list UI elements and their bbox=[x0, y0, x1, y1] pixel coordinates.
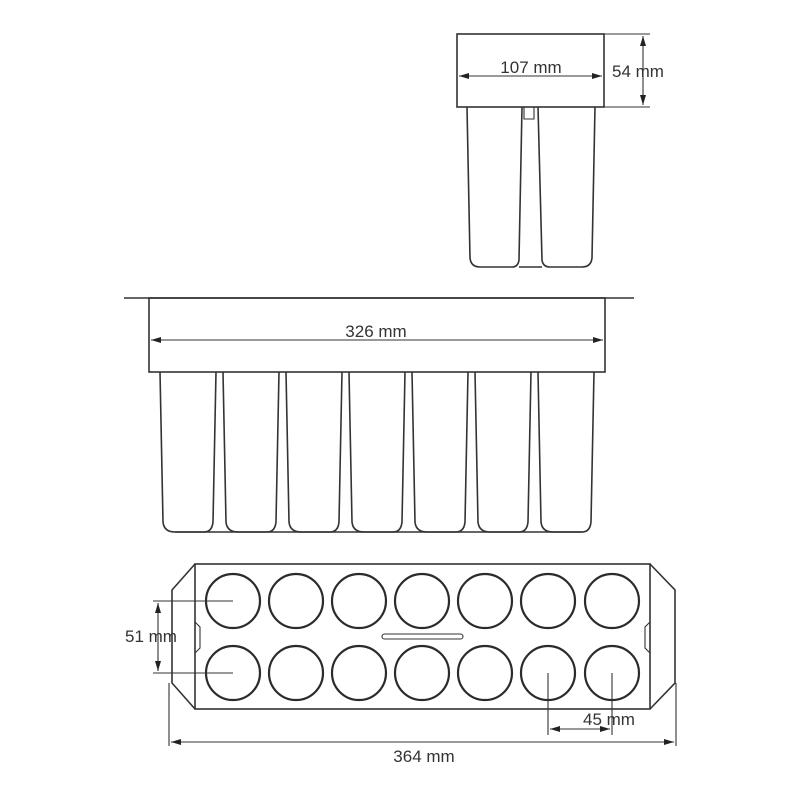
front-cup-7 bbox=[537, 371, 595, 533]
cup-row-bottom bbox=[204, 644, 641, 702]
front-cup-4 bbox=[348, 371, 406, 533]
side-view: 107 mm 54 mm bbox=[456, 33, 664, 268]
cup-hole bbox=[393, 644, 451, 702]
side-view-tab bbox=[523, 107, 535, 120]
cup-row-top bbox=[204, 572, 641, 630]
dim-label-107: 107 mm bbox=[500, 58, 561, 77]
front-view: 326 mm bbox=[124, 297, 634, 533]
bottom-view-left-tab bbox=[171, 563, 196, 710]
dim-label-45: 45 mm bbox=[583, 710, 635, 729]
side-view-lid bbox=[456, 33, 605, 108]
center-slot bbox=[381, 633, 464, 640]
front-cup-5 bbox=[411, 371, 469, 533]
front-cup-1 bbox=[159, 371, 217, 533]
cup-hole bbox=[456, 572, 514, 630]
right-notch bbox=[644, 621, 651, 654]
dim-label-326: 326 mm bbox=[345, 322, 406, 341]
dim-label-364: 364 mm bbox=[393, 747, 454, 766]
cup-hole bbox=[267, 644, 325, 702]
front-cup-2 bbox=[222, 371, 280, 533]
front-view-lid bbox=[148, 297, 606, 373]
cup-hole bbox=[267, 572, 325, 630]
cup-hole bbox=[519, 572, 577, 630]
dim-label-54: 54 mm bbox=[612, 62, 664, 81]
left-notch bbox=[194, 621, 201, 654]
cup-hole bbox=[330, 644, 388, 702]
side-view-cup-right bbox=[537, 106, 596, 268]
cup-hole bbox=[330, 572, 388, 630]
front-view-cups bbox=[159, 371, 595, 533]
dim-label-51: 51 mm bbox=[125, 627, 177, 646]
bottom-view-plate bbox=[194, 563, 651, 710]
cup-hole bbox=[393, 572, 451, 630]
bottom-view: 51 mm 45 mm 364 mm bbox=[125, 563, 677, 766]
bottom-view-right-tab bbox=[649, 563, 676, 710]
cup-hole bbox=[456, 644, 514, 702]
front-cup-6 bbox=[474, 371, 532, 533]
cup-hole bbox=[583, 572, 641, 630]
front-cup-3 bbox=[285, 371, 343, 533]
side-view-cup-left bbox=[466, 106, 523, 268]
